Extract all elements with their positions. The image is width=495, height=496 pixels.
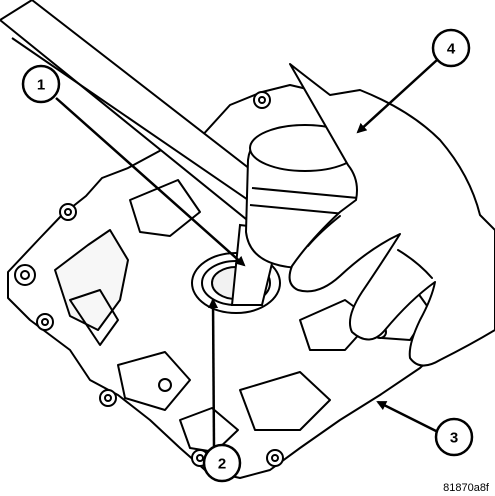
callout-1: 1 (21, 64, 61, 104)
svg-text:2: 2 (218, 456, 226, 473)
svg-text:4: 4 (447, 41, 456, 58)
svg-text:1: 1 (37, 77, 45, 94)
leader-line-3 (376, 400, 439, 434)
leader-line-1 (55, 97, 246, 267)
callout-3: 3 (434, 417, 474, 457)
callout-2: 2 (202, 443, 242, 483)
figure-code: 81870a8f (443, 482, 489, 494)
leader-line-2 (208, 298, 219, 449)
svg-text:3: 3 (450, 430, 458, 447)
hand (288, 63, 495, 367)
bolt-bosses (14, 91, 387, 467)
callout-4: 4 (431, 28, 471, 68)
leader-line-4 (356, 59, 438, 134)
leader-lines (55, 59, 439, 449)
